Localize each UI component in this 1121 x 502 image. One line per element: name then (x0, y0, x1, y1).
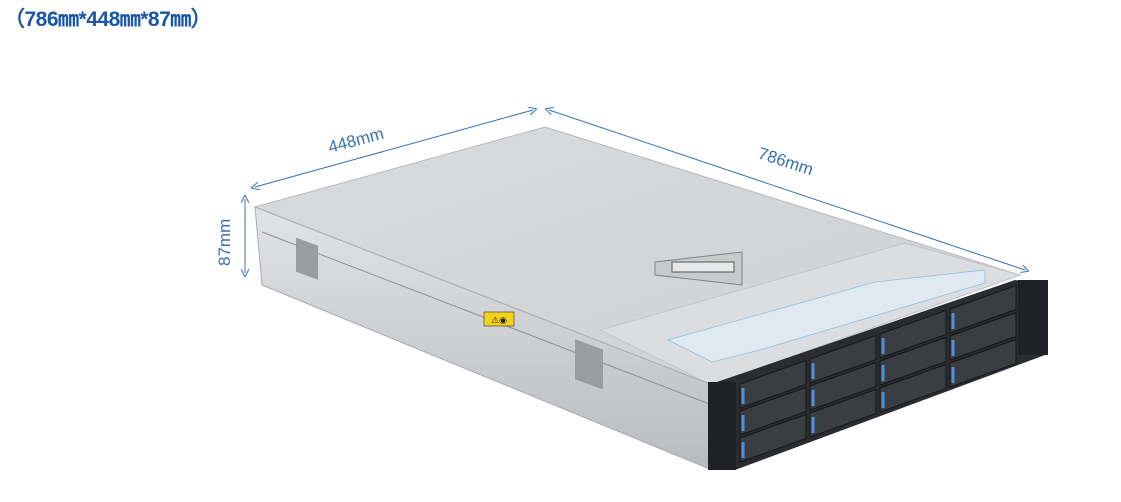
drive-bay[interactable] (739, 359, 807, 409)
width-label: 448mm (326, 124, 386, 157)
drive-bay[interactable] (949, 338, 1017, 388)
drive-bay[interactable] (809, 361, 877, 411)
drive-bay[interactable] (949, 311, 1017, 361)
drive-bay[interactable] (879, 363, 947, 413)
drive-bay[interactable] (809, 334, 877, 384)
drive-bay[interactable] (739, 413, 807, 463)
svg-text:⚠◉: ⚠◉ (491, 315, 507, 325)
server-chassis: ⚠◉ (253, 126, 1048, 471)
warning-label: ⚠◉ (483, 311, 515, 327)
dimensions-title: （786㎜*448㎜*87㎜） (4, 8, 212, 31)
drive-bay[interactable] (739, 386, 807, 436)
drive-bay[interactable] (949, 284, 1017, 334)
left-rack-ear (708, 382, 736, 470)
height-dimension: 87mm (215, 199, 245, 273)
height-label: 87mm (215, 219, 234, 266)
right-rack-ear (1018, 280, 1048, 355)
drive-bay[interactable] (879, 309, 947, 359)
depth-label: 786mm (756, 144, 816, 180)
drive-bay[interactable] (879, 336, 947, 386)
side-vent (575, 339, 603, 390)
drive-bay[interactable] (809, 388, 877, 438)
service-label (666, 269, 986, 363)
side-vent (296, 237, 318, 280)
